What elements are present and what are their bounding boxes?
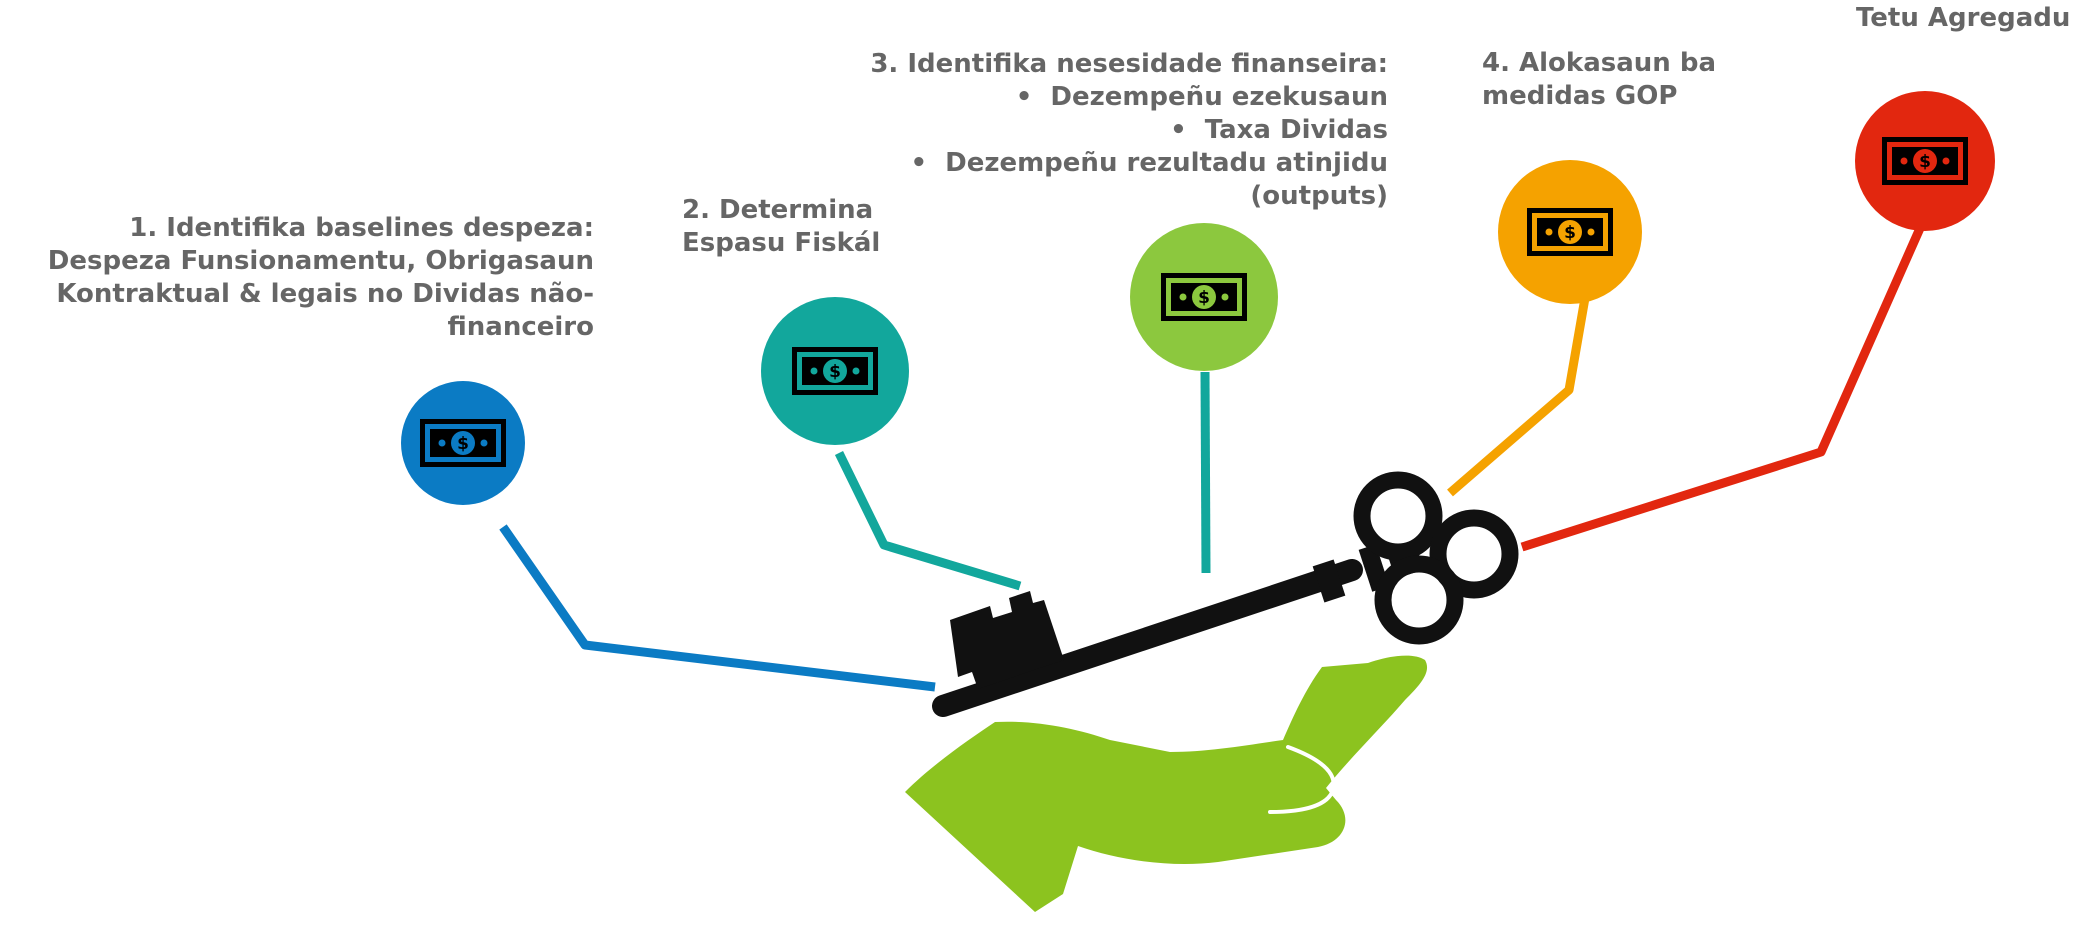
step-2-circle: $	[761, 297, 909, 445]
dollar-sign: $	[1564, 223, 1576, 243]
connector-step-1	[499, 524, 936, 692]
step-5-title: Tetu Agregadu	[1856, 3, 2071, 33]
connector-step-3	[1200, 371, 1211, 574]
step-4-label: 4. Alokasaun ba medidas GOP	[1482, 47, 1716, 113]
step-4-line: medidas GOP	[1482, 81, 1678, 111]
step-3-label: 3. Identifika nesesidade finanseira: Dez…	[870, 48, 1388, 213]
step-5-label: Tetu Agregadu	[1856, 2, 2070, 35]
step-3-bullet: Taxa Dividas	[870, 114, 1388, 147]
key-illustration	[932, 471, 1519, 717]
step-5-circle: $	[1855, 91, 1995, 231]
step-2-label: 2. Determina Espasu Fiskál	[682, 194, 880, 260]
step-3-title: 3. Identifika nesesidade finanseira:	[870, 49, 1388, 79]
connector-step-4	[1447, 297, 1590, 497]
dollar-sign: $	[1198, 288, 1210, 308]
connector-step-5	[1520, 224, 1926, 552]
dollar-sign: $	[1919, 152, 1931, 172]
step-2-title: 2. Determina	[682, 195, 874, 225]
step-3-bullet: Dezempeñu rezultadu atinjidu	[870, 147, 1388, 180]
step-3-tail: (outputs)	[1250, 181, 1388, 211]
step-2-line: Espasu Fiskál	[682, 228, 881, 258]
dollar-bill-icon: $	[792, 347, 878, 395]
hand-illustration	[905, 655, 1428, 912]
step-1-circle: $	[401, 381, 525, 505]
step-3-bullet: Dezempeñu ezekusaun	[870, 81, 1388, 114]
step-4-circle: $	[1498, 160, 1642, 304]
step-3-circle: $	[1130, 223, 1278, 371]
step-1-line: Kontraktual & legais no Dividas não-	[56, 279, 594, 309]
connector-step-2	[834, 451, 1022, 591]
dollar-sign: $	[829, 362, 841, 382]
dollar-bill-icon: $	[1161, 273, 1247, 321]
step-1-label: 1. Identifika baselines despeza: Despeza…	[48, 212, 594, 344]
step-1-line: financeiro	[447, 312, 594, 342]
step-1-line: Despeza Funsionamentu, Obrigasaun	[47, 246, 594, 276]
dollar-bill-icon: $	[1527, 208, 1613, 256]
step-4-title: 4. Alokasaun ba	[1482, 48, 1716, 78]
dollar-bill-icon: $	[420, 419, 506, 467]
step-1-title: 1. Identifika baselines despeza:	[129, 213, 594, 243]
dollar-bill-icon: $	[1882, 137, 1968, 185]
dollar-sign: $	[457, 434, 469, 454]
